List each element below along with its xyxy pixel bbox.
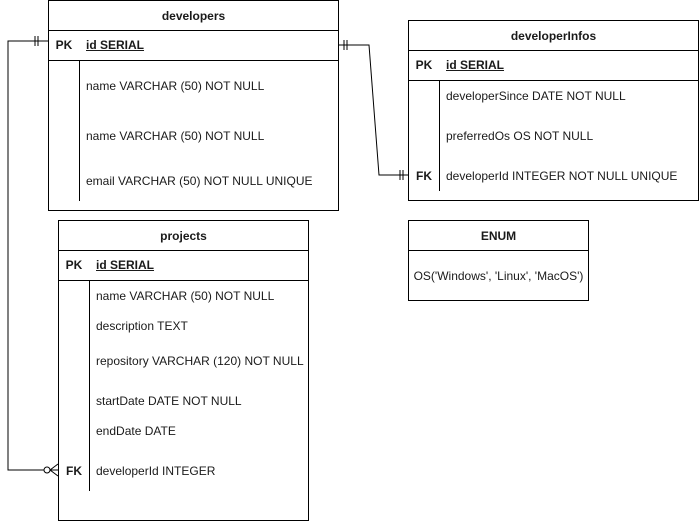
field-name: name VARCHAR (50) NOT NULL (96, 289, 275, 303)
primary-key-row[interactable]: PK id SERIAL (59, 251, 308, 281)
relation-developers-projects (7, 40, 48, 471)
zero-marker (43, 466, 51, 474)
field-row[interactable]: name VARCHAR (50) NOT NULL (49, 126, 338, 146)
primary-key-row[interactable]: PK id SERIAL (409, 51, 698, 81)
field-row[interactable]: startDate DATE NOT NULL (59, 391, 308, 411)
field-row[interactable]: preferredOs OS NOT NULL (409, 126, 698, 146)
many-marker (49, 463, 59, 471)
foreign-key-label: FK (416, 169, 432, 183)
table-enum[interactable]: ENUM OS('Windows', 'Linux', 'MacOS') (408, 220, 589, 301)
primary-key-row[interactable]: PK id SERIAL (49, 31, 338, 61)
field-row[interactable]: description TEXT (59, 316, 308, 336)
field-row[interactable]: endDate DATE (59, 421, 308, 441)
table-title: developerInfos (409, 21, 698, 51)
table-title: developers (49, 1, 338, 31)
field-name: endDate DATE (96, 424, 176, 438)
field-name: id SERIAL (86, 38, 145, 52)
many-marker (49, 469, 59, 477)
field-row[interactable]: email VARCHAR (50) NOT NULL UNIQUE (49, 171, 338, 191)
field-name: id SERIAL (96, 258, 155, 272)
field-row[interactable]: FK developerId INTEGER NOT NULL UNIQUE (409, 166, 698, 186)
column-divider (79, 61, 80, 201)
field-name: developerId INTEGER NOT NULL UNIQUE (446, 169, 678, 183)
table-title: ENUM (409, 221, 588, 251)
column-divider (89, 281, 90, 491)
field-name: repository VARCHAR (120) NOT NULL (96, 354, 304, 368)
field-name: name VARCHAR (50) NOT NULL (86, 129, 265, 143)
field-name: developerId INTEGER (96, 464, 216, 478)
field-row[interactable]: name VARCHAR (50) NOT NULL (49, 76, 338, 96)
table-developer-infos[interactable]: developerInfos PK id SERIAL developerSin… (408, 20, 699, 201)
field-name: email VARCHAR (50) NOT NULL UNIQUE (86, 174, 313, 188)
key-label: PK (55, 38, 73, 52)
enum-values: OS('Windows', 'Linux', 'MacOS') (413, 269, 584, 283)
field-name: id SERIAL (446, 58, 505, 72)
table-developers[interactable]: developers PK id SERIAL name VARCHAR (50… (48, 0, 339, 211)
field-name: name VARCHAR (50) NOT NULL (86, 79, 265, 93)
column-divider (439, 81, 440, 191)
key-label: PK (415, 58, 433, 72)
field-name: preferredOs OS NOT NULL (446, 129, 594, 143)
field-name: startDate DATE NOT NULL (96, 394, 242, 408)
relation-developers-developerinfos (339, 44, 408, 176)
field-name: description TEXT (96, 319, 188, 333)
field-row[interactable]: developerSince DATE NOT NULL (409, 86, 698, 106)
table-title: projects (59, 221, 308, 251)
foreign-key-label: FK (66, 464, 82, 478)
field-row[interactable]: name VARCHAR (50) NOT NULL (59, 286, 308, 306)
field-row[interactable]: FK developerId INTEGER (59, 461, 308, 481)
field-name: developerSince DATE NOT NULL (446, 89, 626, 103)
field-row[interactable]: repository VARCHAR (120) NOT NULL (59, 351, 308, 371)
table-projects[interactable]: projects PK id SERIAL name VARCHAR (50) … (58, 220, 309, 521)
key-label: PK (65, 258, 83, 272)
